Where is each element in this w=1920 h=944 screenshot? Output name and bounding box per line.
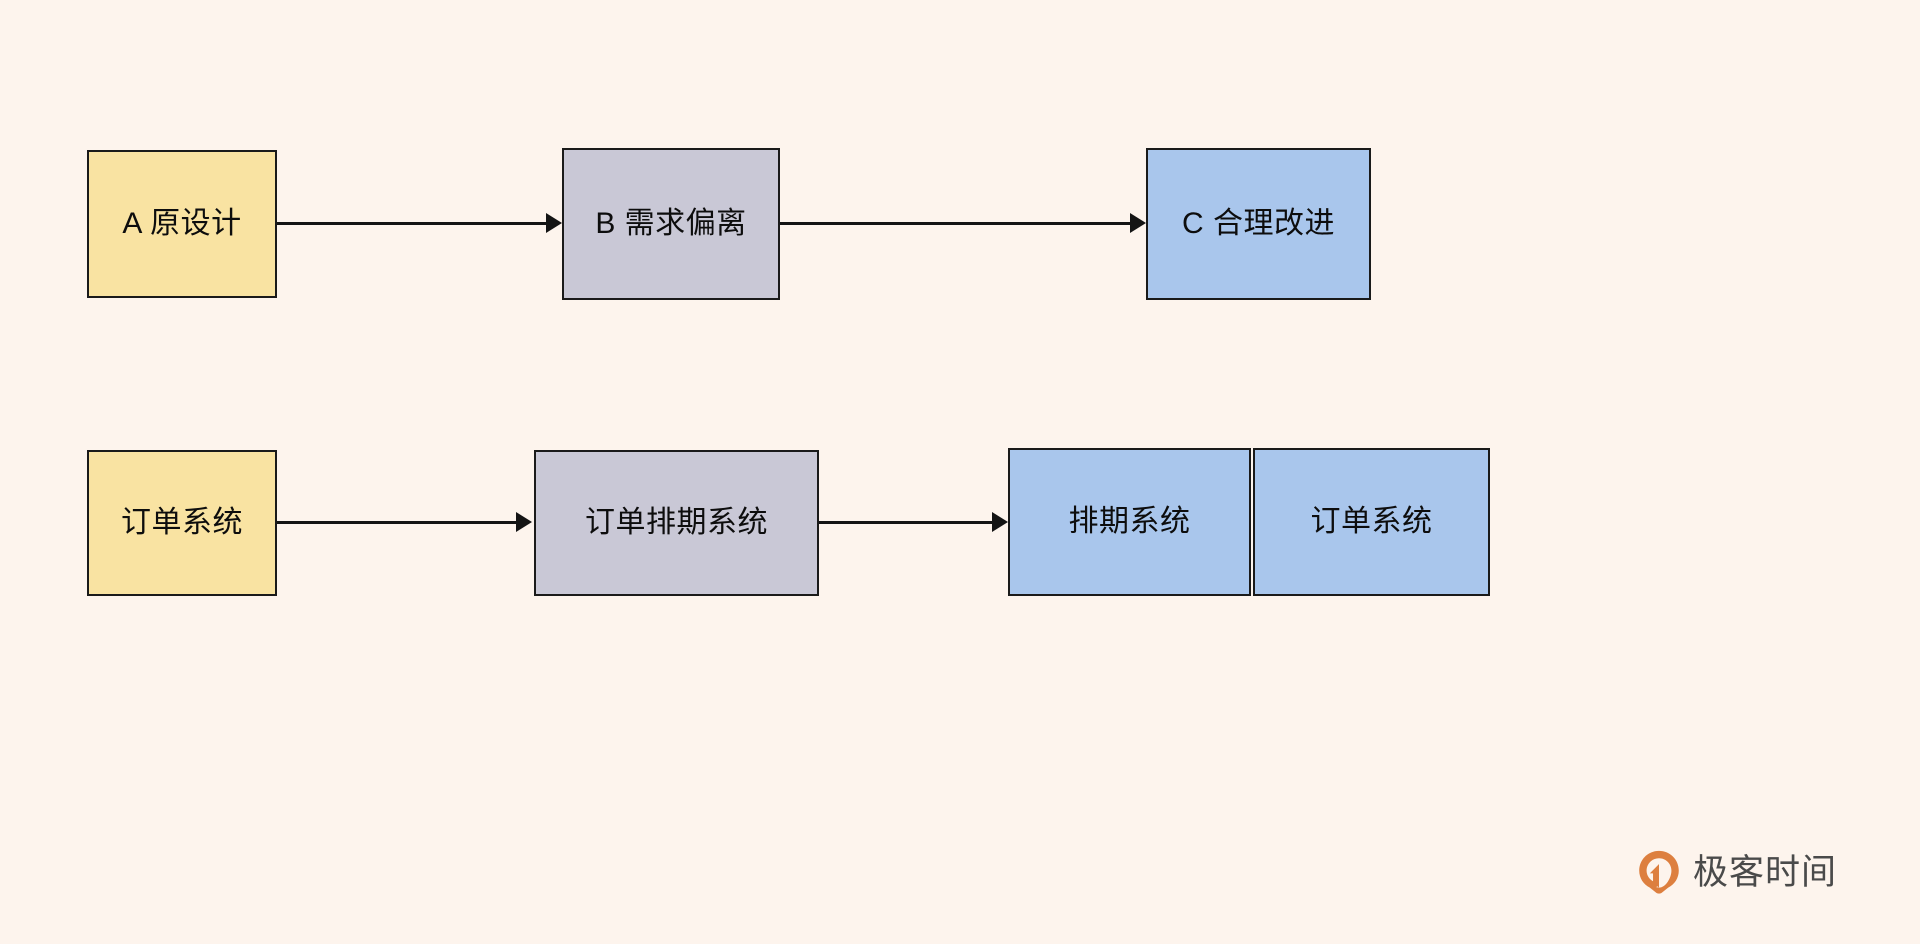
node-label: 订单系统 (121, 506, 243, 539)
edge-b-to-c-arrowhead-icon (1130, 213, 1146, 233)
brand-logo: 极客时间 (1636, 849, 1837, 895)
edge-a-to-b-arrowhead-icon (546, 213, 562, 233)
node-label: B 需求偏离 (595, 207, 747, 240)
node-label: C 合理改进 (1182, 207, 1335, 240)
edge-d-to-e-line (277, 521, 517, 524)
edge-a-to-b-line (277, 222, 547, 225)
node-label: 订单系统 (1310, 505, 1433, 538)
edge-b-to-c-line (780, 222, 1132, 225)
logo-wordmark: 极客时间 (1693, 852, 1838, 892)
node-c-reasonable-improvement[interactable]: C 合理改进 (1146, 148, 1371, 300)
node-scheduling-system[interactable]: 排期系统 (1008, 448, 1251, 596)
node-label: A 原设计 (122, 207, 242, 240)
edge-e-to-f-line (819, 521, 993, 524)
node-order-system-split[interactable]: 订单系统 (1253, 448, 1490, 596)
node-label: 订单排期系统 (585, 506, 768, 539)
edge-d-to-e-arrowhead-icon (516, 512, 532, 532)
node-order-scheduling-system[interactable]: 订单排期系统 (534, 450, 819, 596)
edge-e-to-f-arrowhead-icon (992, 512, 1008, 532)
node-a-original-design[interactable]: A 原设计 (87, 150, 277, 298)
node-label: 排期系统 (1068, 505, 1191, 538)
geektime-logo-icon (1639, 850, 1679, 894)
node-b-requirement-deviation[interactable]: B 需求偏离 (562, 148, 780, 300)
node-order-system[interactable]: 订单系统 (87, 450, 277, 596)
